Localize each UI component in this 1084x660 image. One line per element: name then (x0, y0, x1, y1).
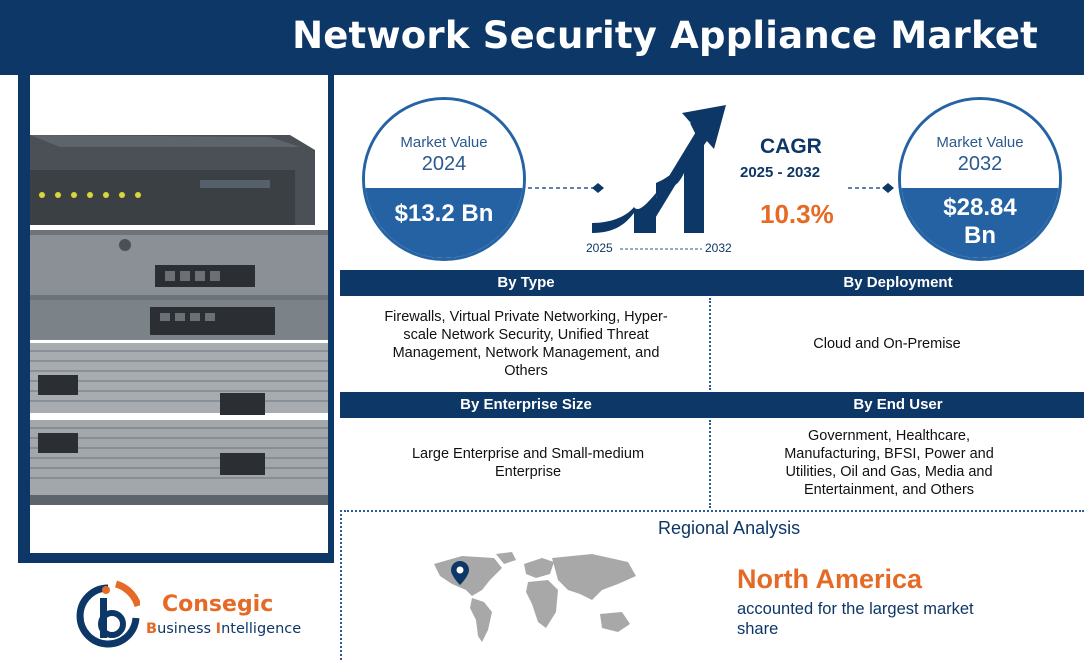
cagr-label: CAGR (760, 135, 822, 158)
growth-arrow-icon: CAGR (592, 105, 726, 233)
segment-body-type: Firewalls, Virtual Private Networking, H… (384, 309, 668, 379)
consegic-logo-icon (76, 580, 140, 648)
regional-analysis-title: Regional Analysis (650, 518, 809, 539)
divider (344, 510, 1084, 512)
world-map (434, 552, 636, 642)
segment-body-enterprise-size: Large Enterprise and Small-medium Enterp… (411, 446, 645, 480)
stats-panel: Market Value 2024 $13.2 Bn CAGR 2025 203… (340, 75, 1084, 269)
market-value-label: Market Value (936, 134, 1024, 151)
segment-title-enterprise-size: By Enterprise Size (460, 396, 592, 413)
market-value: $28.84 (943, 194, 1017, 221)
market-value-label: Market Value (400, 134, 488, 151)
consegic-logo: Consegic Business Intelligence (76, 578, 316, 654)
market-value-2032-badge: Market Value 2032 $28.84 Bn (898, 97, 1062, 261)
market-value-unit: Bn (964, 222, 996, 249)
leading-region-note: accounted for the largest market share (737, 600, 974, 638)
segment-body-end-user: Government, Healthcare, Manufacturing, B… (784, 428, 994, 498)
cagr-range: 2025 - 2032 (740, 164, 821, 181)
cagr-start-year: 2025 (586, 241, 613, 255)
segment-title-deployment: By Deployment (843, 274, 953, 291)
leading-region: North America (737, 564, 923, 594)
market-year: 2032 (957, 153, 1003, 175)
divider (340, 510, 342, 660)
divider (709, 298, 711, 390)
segment-header-row-1: By Type By Deployment (340, 270, 1084, 296)
cagr-value: 10.3% (760, 199, 834, 229)
network-appliance-photo (30, 75, 328, 553)
logo-name: Consegic (162, 592, 274, 617)
segment-header-row-2: By Enterprise Size By End User (340, 392, 1084, 418)
header-banner: Network Security Appliance Market (0, 0, 1084, 75)
segment-title-end-user: By End User (853, 396, 943, 413)
market-value-2024-badge: Market Value 2024 $13.2 Bn (362, 97, 526, 261)
segment-title-type: By Type (497, 274, 555, 291)
market-year: 2024 (421, 153, 467, 175)
segment-body-deployment: Cloud and On-Premise (813, 336, 961, 352)
photo-frame (18, 75, 334, 563)
market-value: $13.2 Bn (394, 200, 494, 227)
location-pin-icon (451, 561, 469, 585)
page-title: Network Security Appliance Market (292, 14, 1038, 57)
cagr-end-year: 2032 (705, 241, 732, 255)
divider (709, 420, 711, 508)
logo-tagline: Business Intelligence (146, 621, 302, 637)
